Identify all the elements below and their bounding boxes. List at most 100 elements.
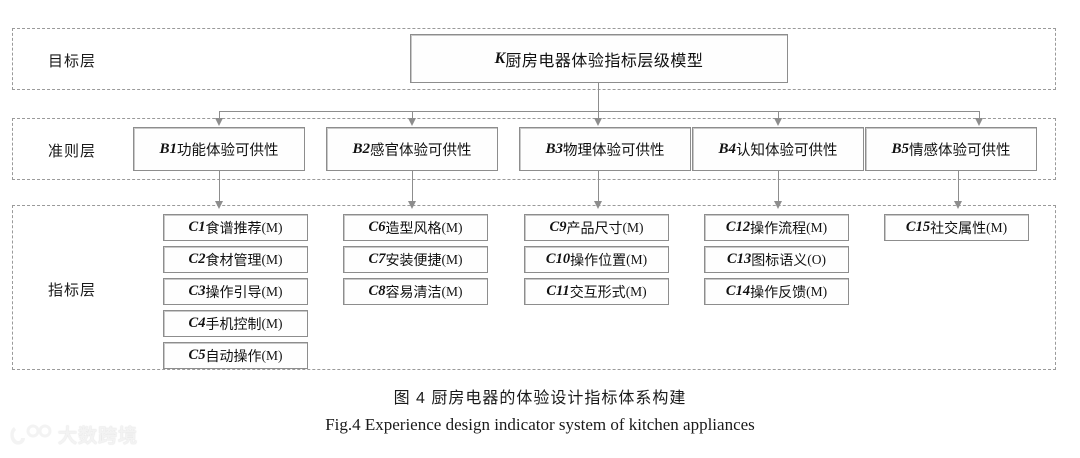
- node-C15-suffix: (M): [986, 219, 1008, 235]
- arrowhead-goal-to-B1: [214, 118, 223, 126]
- node-C11-code: C11: [546, 283, 570, 299]
- node-B3-label: 物理体验可供性: [563, 142, 665, 159]
- node-C1-code: C1: [188, 219, 206, 235]
- node-C9-suffix: (M): [622, 219, 644, 235]
- node-C4-code: C4: [188, 315, 206, 331]
- node-C10-code: C10: [545, 251, 571, 267]
- connector-B2-down: [412, 171, 413, 204]
- layer-label-goal: 目标层: [48, 53, 97, 70]
- figure-caption-chinese: 图 4 厨房电器的体验设计指标体系构建: [393, 390, 687, 407]
- watermark-text: 大数跨境: [58, 426, 139, 447]
- node-B5-code: B5: [891, 140, 909, 157]
- node-C13-label: 图标语义: [751, 251, 808, 268]
- arrowhead-B4-to-C: [773, 201, 782, 209]
- node-C12-code: C12: [725, 219, 751, 235]
- node-B2-label: 感官体验可供性: [370, 142, 472, 159]
- node-B3-code: B3: [545, 140, 563, 157]
- connector-goal-drop-3: [598, 111, 599, 120]
- connector-goal-drop-5: [979, 111, 980, 120]
- node-C9-code: C9: [549, 219, 567, 235]
- node-C14-label: 操作反馈: [750, 283, 807, 300]
- node-C14-code: C14: [725, 283, 751, 299]
- layer-band-goal: [12, 28, 1056, 90]
- node-C7-label: 安装便捷: [385, 251, 442, 268]
- arrowhead-goal-to-B4: [773, 118, 782, 126]
- node-C15-code: C15: [905, 219, 931, 235]
- node-C13-suffix: (O): [807, 251, 826, 267]
- node-C6-code: C6: [368, 219, 386, 235]
- node-C10-suffix: (M): [626, 251, 648, 267]
- node-C8-suffix: (M): [441, 283, 463, 299]
- watermark: 大数跨境: [8, 421, 138, 448]
- connector-goal-drop-1: [219, 111, 220, 120]
- node-C3-code: C3: [188, 283, 206, 299]
- connector-B4-down: [778, 171, 779, 204]
- node-C1-label: 食谱推荐: [205, 219, 262, 236]
- layer-band-criteria: [12, 118, 1056, 180]
- connector-goal-drop-4: [778, 111, 779, 120]
- node-goal-label: 厨房电器体验指标层级模型: [505, 52, 704, 70]
- watermark-logo-icon: [10, 424, 52, 445]
- node-B1-label: 功能体验可供性: [177, 142, 279, 159]
- node-C9-label: 产品尺寸: [566, 219, 623, 236]
- node-B2-code: B2: [352, 140, 370, 157]
- node-C5-suffix: (M): [261, 347, 283, 363]
- arrowhead-goal-to-B3: [593, 118, 602, 126]
- node-C4-label: 手机控制: [205, 315, 262, 332]
- figure-caption-english: Fig.4 Experience design indicator system…: [325, 415, 755, 434]
- arrowhead-B2-to-C: [407, 201, 416, 209]
- connector-B1-down: [219, 171, 220, 204]
- node-B1-code: B1: [159, 140, 177, 157]
- node-C10-label: 操作位置: [570, 251, 627, 268]
- node-C15-label: 社交属性: [930, 219, 987, 236]
- node-C4-suffix: (M): [261, 315, 283, 331]
- connector-B3-down: [598, 171, 599, 204]
- node-C5-code: C5: [188, 347, 206, 363]
- layer-label-criteria: 准则层: [48, 143, 97, 160]
- arrowhead-goal-to-B5: [974, 118, 983, 126]
- node-C11-suffix: (M): [625, 283, 647, 299]
- node-B4-code: B4: [718, 140, 736, 157]
- arrowhead-goal-to-B2: [407, 118, 416, 126]
- node-C7-code: C7: [368, 251, 386, 267]
- node-C3-label: 操作引导: [205, 283, 262, 300]
- node-B5-label: 情感体验可供性: [909, 142, 1011, 159]
- connector-goal-stem: [598, 83, 599, 111]
- layer-label-indicator: 指标层: [48, 282, 97, 299]
- node-C3-suffix: (M): [261, 283, 283, 299]
- node-B4-label: 认知体验可供性: [736, 142, 838, 159]
- arrowhead-B5-to-C: [953, 201, 962, 209]
- node-C2-suffix: (M): [261, 251, 283, 267]
- arrowhead-B3-to-C: [593, 201, 602, 209]
- layer-band-indicator: [12, 205, 1056, 370]
- node-C14-suffix: (M): [806, 283, 828, 299]
- node-C12-suffix: (M): [806, 219, 828, 235]
- node-C6-label: 造型风格: [385, 219, 442, 236]
- connector-goal-drop-2: [412, 111, 413, 120]
- node-C7-suffix: (M): [441, 251, 463, 267]
- node-C8-code: C8: [368, 283, 386, 299]
- node-C12-label: 操作流程: [750, 219, 807, 236]
- node-C2-label: 食材管理: [205, 251, 262, 268]
